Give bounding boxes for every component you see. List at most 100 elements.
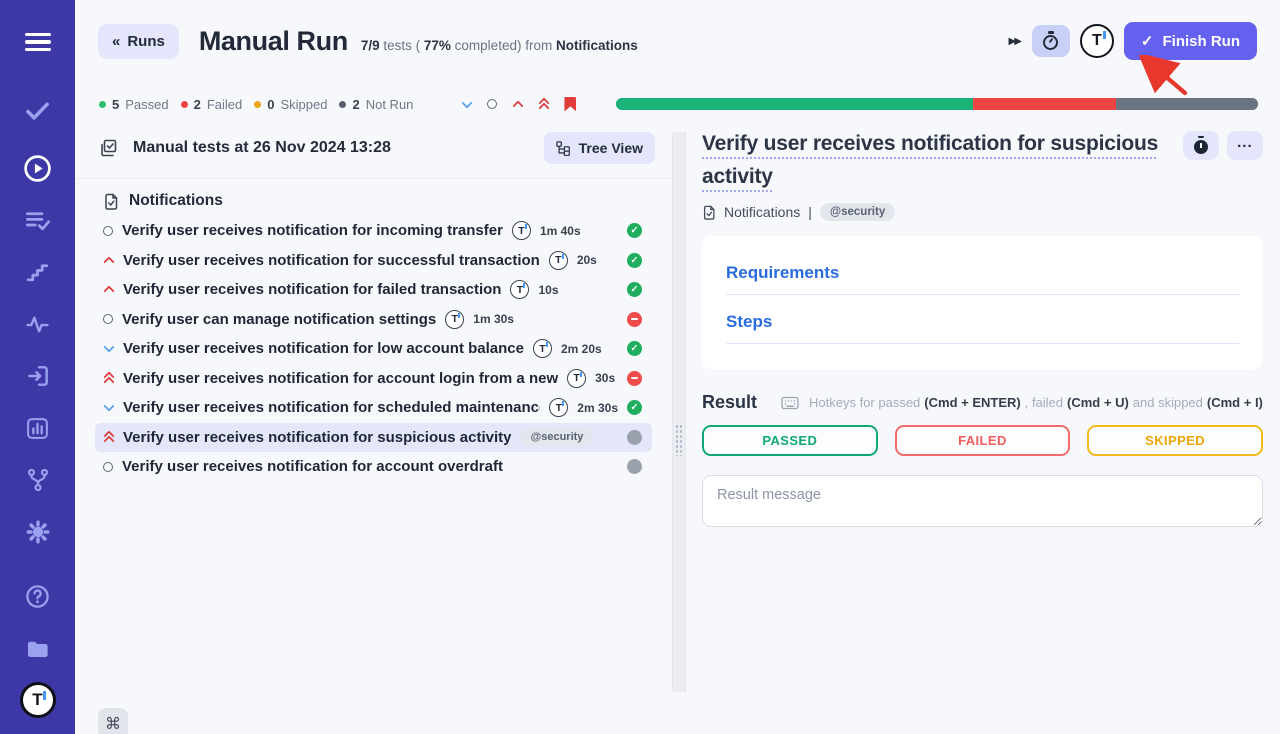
sidebar-item-branches[interactable] (17, 460, 59, 500)
list-check-icon (26, 211, 51, 230)
test-title: Verify user receives notification for sc… (123, 399, 541, 417)
help-icon (26, 584, 49, 608)
testomat-badge-icon: T (445, 309, 465, 329)
test-title: Verify user receives notification for ac… (123, 369, 559, 387)
back-label: Runs (127, 32, 165, 50)
priority-icon (103, 432, 114, 443)
test-title: Verify user receives notification for ac… (122, 458, 503, 476)
sidebar-item-analytics[interactable] (17, 408, 59, 448)
test-row[interactable]: Verify user receives notification for ac… (95, 364, 652, 394)
requirements-section-link[interactable]: Requirements (726, 263, 1239, 295)
priority-none-filter-icon[interactable] (487, 99, 498, 109)
test-row[interactable]: Verify user receives notification for su… (95, 246, 652, 276)
test-title: Verify user receives notification for lo… (123, 340, 524, 358)
testomatio-logo-icon[interactable]: T (1079, 24, 1114, 58)
sections-card: Requirements Steps (702, 236, 1263, 369)
sidebar-item-help[interactable] (17, 576, 59, 616)
priority-icon (103, 402, 114, 413)
breadcrumb-separator: | (808, 204, 812, 220)
more-options-button[interactable]: ... (1226, 131, 1263, 160)
skipped-dot-icon (254, 100, 262, 108)
test-row[interactable]: Verify user receives notification for fa… (95, 275, 652, 305)
status-icon (627, 311, 642, 327)
content-split: Manual tests at 26 Nov 2024 13:28 Tree V… (75, 131, 1280, 692)
sidebar-item-pulse[interactable] (17, 304, 59, 344)
suite-folder-row[interactable]: Notifications (103, 192, 672, 210)
result-message-input[interactable] (702, 475, 1263, 527)
progress-notrun-segment (1115, 98, 1258, 110)
bar-chart-icon (27, 417, 48, 439)
test-detail-title[interactable]: Verify user receives notification for su… (702, 132, 1159, 188)
test-duration: 30s (595, 371, 616, 386)
progress-passed-segment (616, 98, 974, 110)
test-title: Verify user receives notification for su… (123, 428, 512, 446)
run-progress-subtitle: 7/9 tests ( 77% completed) from Notifica… (360, 38, 638, 53)
tree-view-button[interactable]: Tree View (543, 132, 655, 164)
page-title: Manual Run (198, 25, 348, 56)
run-progress-bar (616, 98, 1258, 110)
sidebar-item-projects[interactable] (17, 628, 59, 668)
timer-button[interactable] (1182, 131, 1219, 160)
test-row[interactable]: Verify user receives notification for lo… (95, 334, 652, 364)
sidebar-item-import[interactable] (17, 356, 59, 396)
priority-high-filter-icon[interactable] (512, 99, 523, 110)
passed-button[interactable]: PASSED (702, 425, 878, 456)
sidebar-item-steps[interactable] (17, 252, 59, 292)
detail-title-actions: ... (1182, 127, 1263, 160)
bookmark-filter-icon[interactable] (564, 96, 577, 112)
sidebar-item-settings[interactable] (17, 512, 59, 552)
status-icon (627, 282, 642, 298)
divider-grip-handle[interactable] (675, 424, 683, 456)
priority-icon (103, 225, 113, 236)
sidebar-logo-button[interactable]: T (17, 680, 59, 720)
stopwatch-filled-icon (1193, 140, 1208, 154)
status-icon (627, 459, 642, 475)
check-icon (26, 102, 49, 120)
ellipsis-icon: ... (1237, 134, 1253, 151)
hotkeys-hint: Hotkeys for passed (Cmd + ENTER) , faile… (809, 395, 1263, 410)
priority-low-filter-icon[interactable] (461, 99, 472, 110)
back-to-runs-button[interactable]: « Runs (98, 23, 179, 59)
panel-divider (672, 132, 686, 692)
testomat-badge-icon: T (548, 250, 568, 270)
document-check-icon (703, 205, 715, 220)
folder-icon (27, 641, 48, 657)
priority-critical-filter-icon[interactable] (538, 99, 549, 110)
detail-title-row: Verify user receives notification for su… (702, 127, 1263, 193)
test-row[interactable]: Verify user receives notification for ac… (95, 452, 652, 482)
test-row-selected[interactable]: Verify user receives notification for su… (95, 422, 652, 452)
run-name: Manual tests at 26 Nov 2024 13:28 (133, 139, 391, 156)
priority-icon (103, 343, 114, 354)
security-tag[interactable]: @security (819, 203, 896, 221)
finish-run-button[interactable]: ✓ Finish Run (1123, 22, 1257, 60)
testomatio-logo-icon: T (19, 682, 56, 718)
checklist-icon (101, 139, 117, 157)
result-buttons: PASSED FAILED SKIPPED (702, 425, 1263, 456)
test-row[interactable]: Verify user can manage notification sett… (95, 305, 652, 335)
test-detail-panel: Verify user receives notification for su… (686, 131, 1280, 692)
breadcrumb-suite[interactable]: Notifications (724, 204, 801, 220)
sidebar-item-plans[interactable] (17, 200, 59, 240)
skipped-button[interactable]: SKIPPED (1087, 425, 1263, 456)
command-hotkey-button[interactable]: ⌘ (98, 708, 128, 734)
test-row[interactable]: Verify user receives notification for sc… (95, 393, 652, 423)
failed-button[interactable]: FAILED (894, 425, 1071, 456)
sidebar-item-runs[interactable] (17, 148, 59, 188)
sidebar-item-tests[interactable] (17, 90, 59, 130)
progress-failed-segment (973, 98, 1116, 110)
fast-forward-icon[interactable]: ▶▶ (1008, 35, 1022, 47)
main-area: « Runs Manual Run 7/9 tests ( 77% comple… (75, 0, 1280, 734)
stopwatch-button[interactable] (1031, 25, 1070, 57)
status-icon (627, 400, 642, 416)
activity-icon (26, 316, 49, 332)
priority-filters (461, 96, 577, 112)
result-header: Result Hotkeys for passed (Cmd + ENTER) … (702, 392, 1263, 413)
sidebar-menu-button[interactable] (17, 22, 59, 62)
status-icon (627, 223, 642, 239)
steps-section-link[interactable]: Steps (726, 312, 1239, 344)
test-tag: @security (520, 428, 594, 447)
test-row[interactable]: Verify user receives notification for in… (95, 216, 652, 246)
